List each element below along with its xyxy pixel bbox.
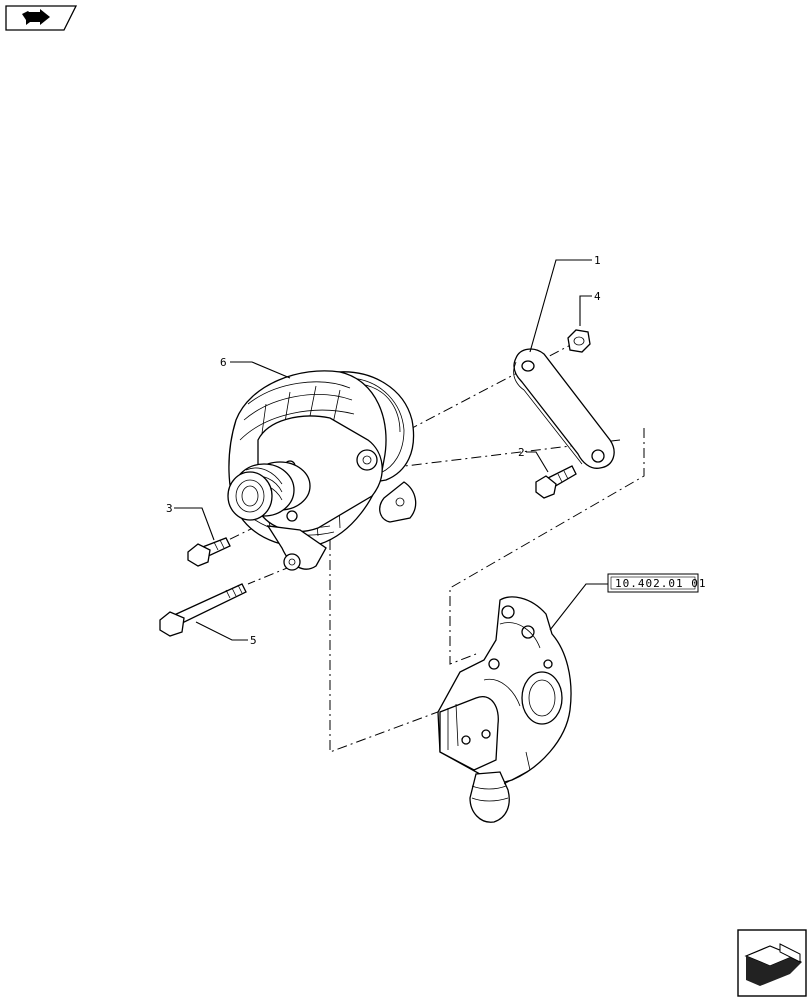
previous-page-arrow-icon[interactable] — [5, 5, 78, 31]
engine-housing-part — [437, 596, 572, 823]
callout-2: 2 — [518, 446, 525, 459]
leader-lines — [174, 259, 608, 641]
callout-4: 4 — [594, 290, 601, 303]
callout-1: 1 — [594, 254, 601, 267]
callout-6: 6 — [220, 356, 227, 369]
nut-part — [567, 329, 591, 353]
reference-label: 10.402.01 01 — [615, 577, 706, 590]
next-page-arrow-icon[interactable] — [737, 929, 807, 997]
bracket-part — [513, 348, 615, 469]
alternator-part — [227, 370, 417, 571]
short-bolt-part — [535, 465, 577, 499]
callout-3: 3 — [166, 502, 173, 515]
medium-bolt-part — [187, 537, 231, 567]
long-bolt-part — [159, 583, 247, 637]
reference-link[interactable]: 10.402.01 01 — [607, 573, 706, 593]
callout-5: 5 — [250, 634, 257, 647]
